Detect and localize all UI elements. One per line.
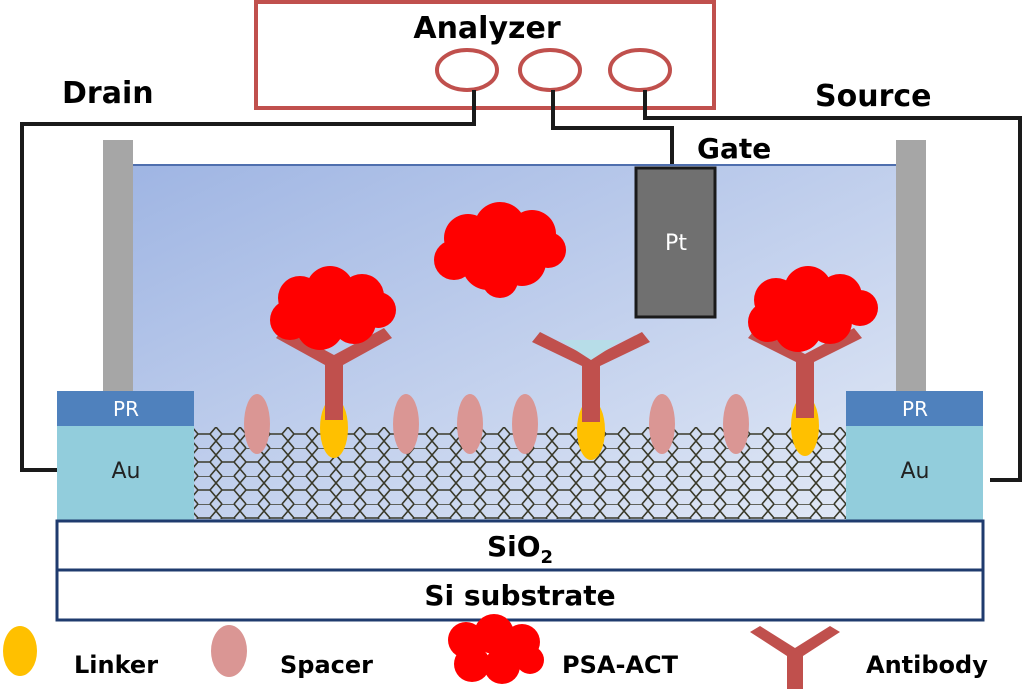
spacers <box>244 394 749 454</box>
right-au <box>846 426 983 521</box>
gate-label: Gate <box>697 132 771 165</box>
gate-wire <box>551 90 674 168</box>
antibody-empty-center <box>532 332 650 460</box>
antibody-bound-left <box>270 266 396 458</box>
spacer <box>649 394 675 454</box>
sio2-label: SiO2 <box>487 530 553 568</box>
spacer <box>512 394 538 454</box>
psa-act-free <box>434 202 566 298</box>
right-pr <box>846 391 983 426</box>
legend-spacer-label: Spacer <box>280 651 373 679</box>
right-pr-label: PR <box>902 397 928 421</box>
legend: Linker Spacer PSA-ACT Antibody <box>3 614 988 689</box>
drain-wire <box>20 90 476 472</box>
legend-antibody-label: Antibody <box>866 651 988 679</box>
left-au-label: Au <box>112 459 141 484</box>
left-wall <box>103 140 133 392</box>
psa-act-icon <box>448 614 544 684</box>
analyzer-label: Analyzer <box>413 11 560 46</box>
spacer <box>457 394 483 454</box>
antibody-bound-right <box>748 266 878 456</box>
spacer-icon <box>211 625 247 677</box>
drain-label: Drain <box>62 76 154 111</box>
left-pr-label: PR <box>113 397 139 421</box>
left-pr <box>57 391 194 426</box>
spacer <box>244 394 270 454</box>
analyzer-terminal-drain <box>435 48 499 92</box>
analyzer-terminal-source <box>608 48 672 92</box>
sio2-layer <box>55 519 985 572</box>
legend-psa-act-label: PSA-ACT <box>562 651 679 679</box>
antibody-icon <box>750 626 840 689</box>
left-au <box>57 426 194 521</box>
si-substrate-layer <box>55 568 985 622</box>
pt-label: Pt <box>665 231 687 256</box>
source-wire <box>643 90 1022 482</box>
linker-icon <box>3 626 37 676</box>
spacer <box>723 394 749 454</box>
spacer <box>393 394 419 454</box>
source-label: Source <box>815 79 932 114</box>
right-wall <box>896 140 926 392</box>
right-au-label: Au <box>901 459 930 484</box>
pt-electrode <box>634 166 717 319</box>
si-substrate-label: Si substrate <box>424 579 615 612</box>
analyzer-terminal-gate <box>518 48 582 92</box>
legend-linker-label: Linker <box>74 651 158 679</box>
